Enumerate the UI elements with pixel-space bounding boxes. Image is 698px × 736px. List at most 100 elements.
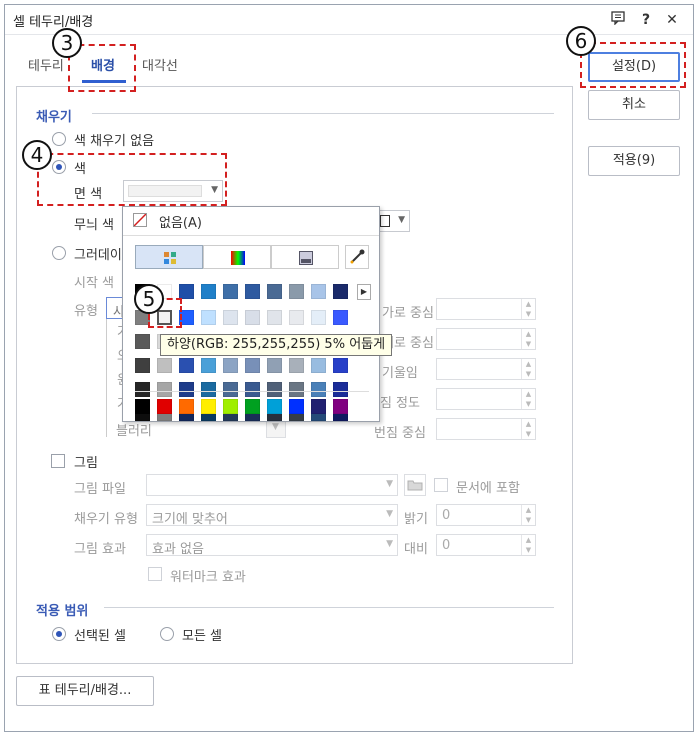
- color-tooltip: 하양(RGB: 255,255,255) 5% 어둡게: [160, 334, 393, 356]
- folder-open-icon[interactable]: [404, 474, 426, 496]
- color-swatch[interactable]: [223, 284, 238, 299]
- color-swatch[interactable]: [245, 310, 260, 325]
- apply-selected-label: 선택된 셀: [74, 629, 126, 644]
- standard-color-swatch[interactable]: [289, 399, 304, 414]
- color-swatch[interactable]: [311, 358, 326, 373]
- comment-icon[interactable]: [609, 11, 627, 29]
- spread-spinner[interactable]: ▲▼: [436, 388, 536, 410]
- color-swatch[interactable]: [333, 284, 348, 299]
- fill-type-combo[interactable]: 크기에 맞추어▼: [146, 504, 398, 527]
- standard-color-swatch[interactable]: [311, 399, 326, 414]
- apply-selected-radio[interactable]: [52, 627, 66, 641]
- tilt-spinner[interactable]: ▲▼: [436, 358, 536, 380]
- include-in-doc-checkbox[interactable]: [434, 478, 448, 492]
- color-swatch[interactable]: [289, 358, 304, 373]
- color-swatch[interactable]: [289, 382, 304, 397]
- picture-file-label: 그림 파일: [74, 482, 126, 497]
- color-swatch[interactable]: [223, 382, 238, 397]
- callout-box-3: [68, 44, 136, 92]
- picture-effect-label: 그림 효과: [74, 542, 126, 557]
- contrast-spinner[interactable]: 0▲▼: [436, 534, 536, 556]
- close-icon[interactable]: ✕: [666, 12, 678, 28]
- color-swatch[interactable]: [201, 284, 216, 299]
- brightness-label: 밝기: [404, 512, 428, 527]
- color-swatch[interactable]: [179, 358, 194, 373]
- standard-color-swatch[interactable]: [223, 399, 238, 414]
- color-swatch[interactable]: [289, 310, 304, 325]
- color-swatch[interactable]: [223, 310, 238, 325]
- color-swatch[interactable]: [201, 382, 216, 397]
- tab-diagonal[interactable]: 대각선: [142, 59, 178, 74]
- ok-button[interactable]: 설정(D): [588, 52, 680, 82]
- color-swatch[interactable]: [311, 310, 326, 325]
- h-center-spinner[interactable]: ▲▼: [436, 298, 536, 320]
- color-swatch[interactable]: [245, 284, 260, 299]
- color-swatch[interactable]: [179, 284, 194, 299]
- help-icon[interactable]: ?: [641, 12, 651, 28]
- color-swatch[interactable]: [179, 382, 194, 397]
- color-swatch[interactable]: [157, 358, 172, 373]
- eyedropper-icon[interactable]: [345, 245, 369, 269]
- standard-color-swatch[interactable]: [245, 399, 260, 414]
- h-center-label: 가로 중심: [382, 306, 434, 321]
- standard-color-swatch[interactable]: [179, 399, 194, 414]
- palette-tab-custom[interactable]: [271, 245, 339, 269]
- active-tab-indicator: [82, 80, 126, 83]
- color-swatch[interactable]: [245, 382, 260, 397]
- apply-range-title: 적용 범위: [36, 604, 89, 619]
- apply-button[interactable]: 적용(9): [588, 146, 680, 176]
- color-swatch[interactable]: [267, 284, 282, 299]
- no-color-option[interactable]: 없음(A): [159, 216, 202, 231]
- picture-file-combo[interactable]: ▼: [146, 474, 398, 496]
- standard-color-swatch[interactable]: [157, 399, 172, 414]
- color-swatch[interactable]: [311, 382, 326, 397]
- spread-center-label: 번짐 중심: [374, 426, 426, 441]
- standard-color-swatch[interactable]: [333, 399, 348, 414]
- color-fill-radio[interactable]: [52, 160, 66, 174]
- fill-divider: [92, 113, 554, 114]
- standard-color-swatch[interactable]: [267, 399, 282, 414]
- color-swatch[interactable]: [201, 358, 216, 373]
- cancel-button[interactable]: 취소: [588, 90, 680, 120]
- color-swatch[interactable]: [311, 284, 326, 299]
- pattern-type-combo[interactable]: ▼: [376, 210, 410, 232]
- color-swatch[interactable]: [135, 358, 150, 373]
- palette-tab-spectrum[interactable]: [203, 245, 271, 269]
- tab-border[interactable]: 테두리: [28, 59, 64, 74]
- color-swatch[interactable]: [267, 382, 282, 397]
- color-swatch[interactable]: [135, 382, 150, 397]
- face-color-picker[interactable]: ▼: [123, 180, 223, 202]
- color-swatch[interactable]: [267, 358, 282, 373]
- standard-color-swatch[interactable]: [135, 399, 150, 414]
- spread-center-spinner[interactable]: ▲▼: [436, 418, 536, 440]
- picture-checkbox[interactable]: [51, 454, 65, 468]
- table-border-background-button[interactable]: 표 테두리/배경...: [16, 676, 154, 706]
- color-swatch[interactable]: [333, 358, 348, 373]
- tab-background[interactable]: 배경: [91, 59, 115, 74]
- color-swatch[interactable]: [179, 310, 194, 325]
- v-center-spinner[interactable]: ▲▼: [436, 328, 536, 350]
- no-color-icon[interactable]: [133, 213, 147, 227]
- color-swatch[interactable]: [289, 284, 304, 299]
- brightness-spinner[interactable]: 0▲▼: [436, 504, 536, 526]
- standard-color-swatch[interactable]: [201, 399, 216, 414]
- popup-divider: [123, 235, 379, 236]
- gradation-radio[interactable]: [52, 246, 66, 260]
- picture-effect-combo[interactable]: 효과 없음▼: [146, 534, 398, 557]
- apply-all-radio[interactable]: [160, 627, 174, 641]
- color-swatch[interactable]: [333, 310, 348, 325]
- color-swatch[interactable]: [201, 310, 216, 325]
- color-swatch[interactable]: [245, 358, 260, 373]
- include-in-doc-label: 문서에 포함: [456, 481, 520, 496]
- color-swatch[interactable]: [135, 334, 150, 349]
- color-swatch[interactable]: [157, 382, 172, 397]
- watermark-checkbox[interactable]: [148, 567, 162, 581]
- color-swatch[interactable]: [333, 382, 348, 397]
- palette-tab-theme[interactable]: [135, 245, 203, 269]
- face-color-label: 면 색: [74, 187, 103, 202]
- more-colors-arrow-icon[interactable]: ▶: [357, 284, 371, 300]
- no-fill-radio[interactable]: [52, 132, 66, 146]
- color-swatch[interactable]: [267, 310, 282, 325]
- color-swatch-selected[interactable]: [157, 310, 172, 325]
- color-swatch[interactable]: [223, 358, 238, 373]
